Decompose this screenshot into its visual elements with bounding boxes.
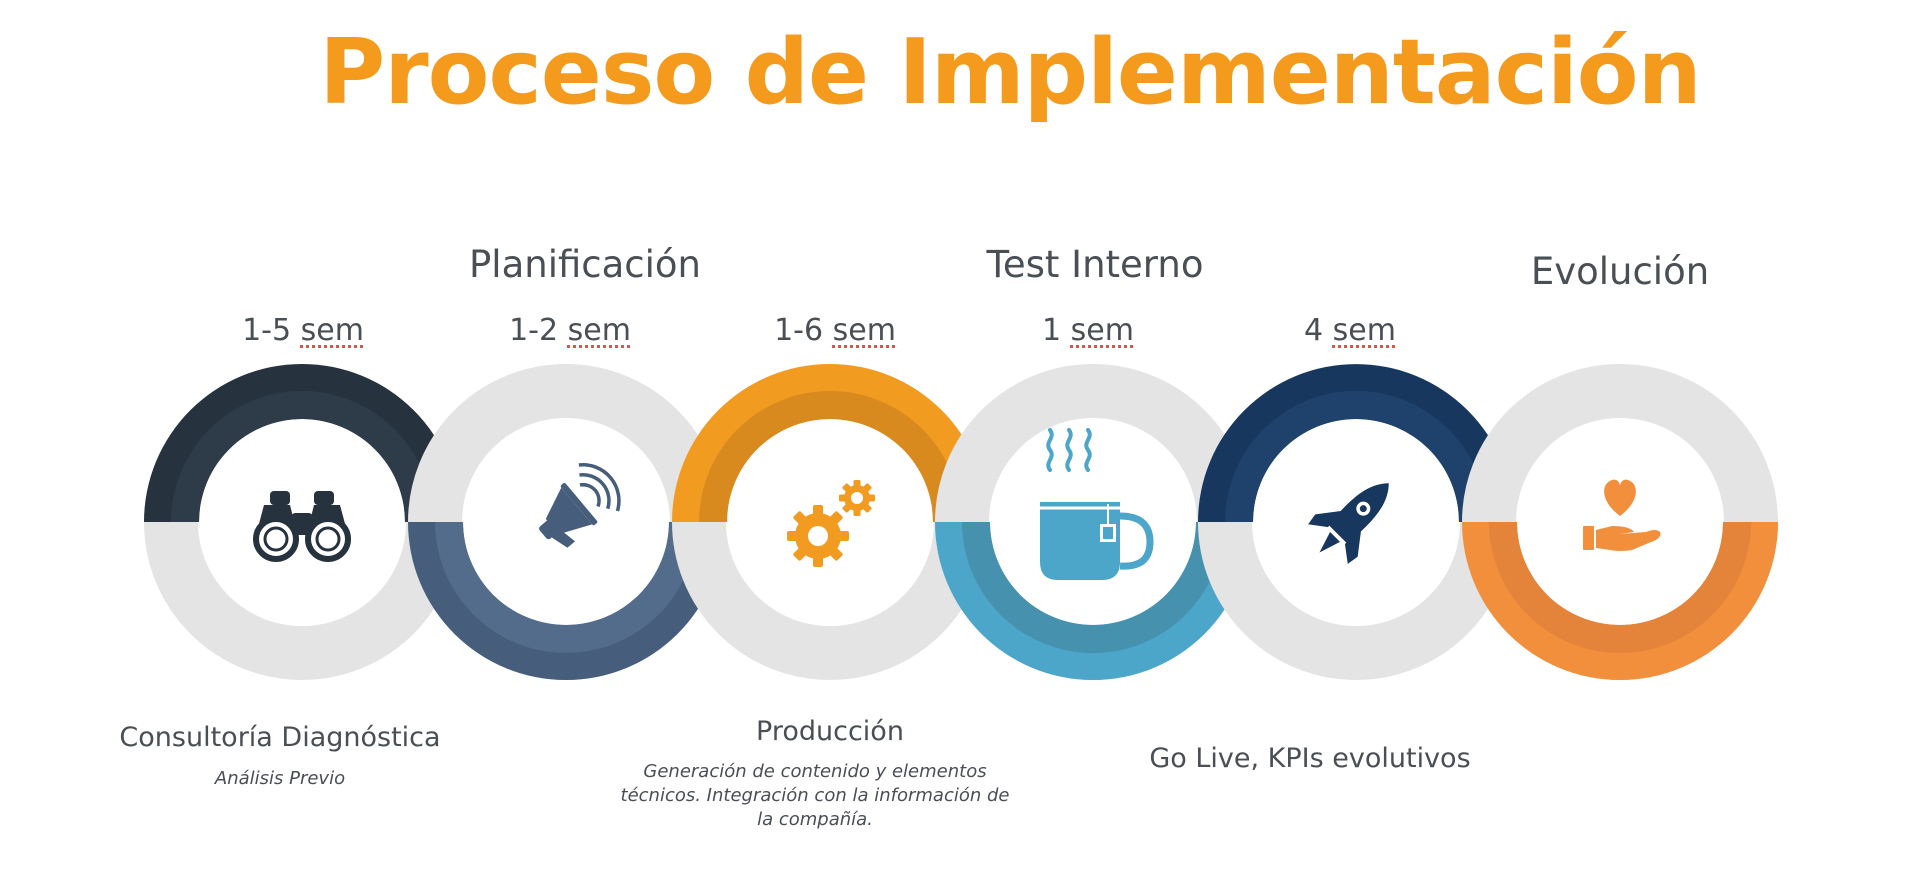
- duration-number: 1-5: [242, 313, 292, 348]
- page-title: Proceso de Implementación: [319, 20, 1701, 125]
- duration-number: 1-6: [774, 313, 824, 348]
- ring-arc: [1462, 522, 1778, 680]
- ring-arc-inner: [1489, 522, 1751, 653]
- phase-label-go-live: Go Live, KPIs evolutivos: [1149, 743, 1471, 774]
- phase-label-produccion: Producción: [756, 716, 904, 747]
- ring-arc-inner: [171, 391, 433, 522]
- duration-label: 1-5 sem: [203, 313, 403, 348]
- binoculars-icon: [253, 491, 351, 562]
- duration-unit: sem: [832, 313, 896, 348]
- duration-number: 1-2: [509, 313, 559, 348]
- gears-icon: [787, 480, 875, 567]
- tea-cup-icon: [1040, 428, 1154, 580]
- ring-arc: [935, 522, 1251, 680]
- ring-arc-inner: [962, 522, 1224, 653]
- heart-hand-icon: [1583, 479, 1661, 551]
- phase-label-planificacion: Planificación: [468, 243, 702, 286]
- duration-label: 4 sem: [1250, 313, 1450, 348]
- duration-number: 1: [1042, 313, 1062, 348]
- ring-arc: [1198, 364, 1514, 522]
- duration-unit: sem: [300, 313, 364, 348]
- ring-arc: [144, 364, 460, 522]
- duration-label: 1-2 sem: [470, 313, 670, 348]
- duration-label: 1 sem: [988, 313, 1188, 348]
- phase-label-evolucion: Evolución: [1530, 250, 1710, 293]
- duration-unit: sem: [567, 313, 631, 348]
- duration-number: 4: [1304, 313, 1324, 348]
- phase-label-consultoria: Consultoría Diagnóstica: [119, 722, 441, 753]
- phase-description: Análisis Previo: [214, 768, 346, 789]
- phase-label-test-interno: Test Interno: [986, 243, 1204, 286]
- ring-arc-inner: [699, 391, 961, 522]
- phase-description: Generación de contenido y elementos técn…: [620, 761, 1010, 830]
- ring-arc: [672, 364, 988, 522]
- ring-arc-inner: [1225, 391, 1487, 522]
- rocket-icon: [1308, 483, 1389, 564]
- duration-unit: sem: [1332, 313, 1396, 348]
- megaphone-icon: [539, 463, 621, 548]
- ring-6: [1462, 364, 1778, 680]
- ring-arc-inner: [435, 522, 697, 653]
- duration-unit: sem: [1070, 313, 1134, 348]
- ring-arc: [408, 522, 724, 680]
- duration-label: 1-6 sem: [735, 313, 935, 348]
